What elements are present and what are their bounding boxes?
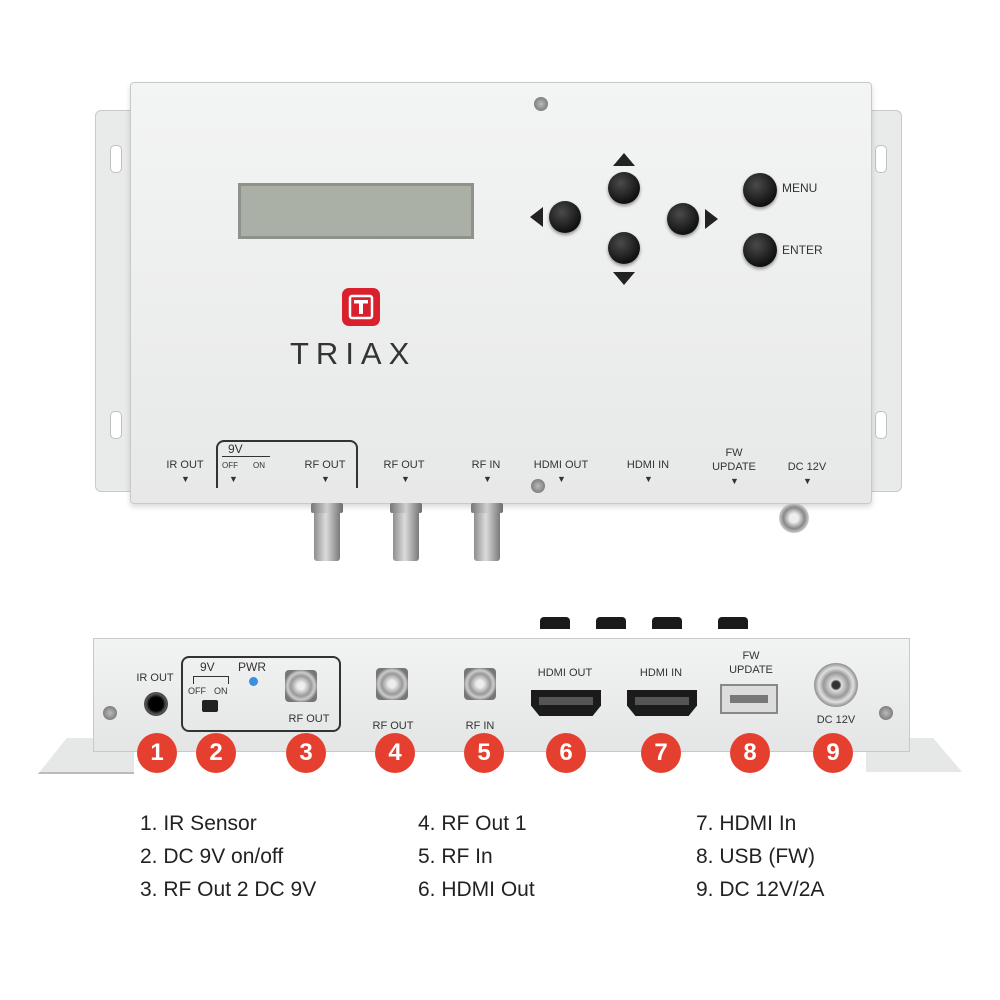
mounting-slot [110, 145, 122, 173]
legend-item: 8. USB (FW) [696, 845, 815, 868]
usb-port [720, 684, 778, 714]
rf-in-connector [464, 668, 496, 700]
switch-off-label: OFF [222, 461, 238, 470]
update-label: UPDATE [712, 461, 756, 473]
ir-jack-icon [144, 692, 168, 716]
f-connector-rf-in [471, 503, 503, 561]
rear-rf-out-label: RF OUT [372, 720, 414, 732]
up-button[interactable] [608, 172, 640, 204]
triax-logo-icon [342, 288, 380, 326]
menu-button[interactable] [743, 173, 777, 207]
badge-8: 8 [730, 733, 770, 773]
rear-dc-label: DC 12V [816, 714, 856, 726]
legend-item: 3. RF Out 2 DC 9V [140, 878, 317, 901]
port-marker: ▼ [321, 474, 330, 484]
badge-7: 7 [641, 733, 681, 773]
arrow-left-icon [530, 207, 543, 227]
rear-ir-out-label: IR OUT [136, 672, 174, 684]
rear-off-label: OFF [188, 686, 206, 696]
right-button[interactable] [667, 203, 699, 235]
legend-item: 5. RF In [418, 845, 493, 868]
power-led-icon [249, 677, 258, 686]
badge-5: 5 [464, 733, 504, 773]
rear-rf-in-label: RF IN [465, 720, 495, 732]
mounting-slot [875, 411, 887, 439]
badge-9: 9 [813, 733, 853, 773]
enter-label: ENTER [782, 243, 823, 257]
screw-icon [103, 706, 117, 720]
mounting-slot [110, 411, 122, 439]
screw-icon [879, 706, 893, 720]
lcd-display [238, 183, 474, 239]
switch-title: 9V [228, 442, 243, 456]
pwr-label: PWR [238, 660, 266, 674]
rear-fw-label: FW [742, 650, 760, 662]
hdmi-out-port [531, 690, 601, 716]
rear-9v-label: 9V [200, 660, 215, 674]
port-marker: ▼ [229, 474, 238, 484]
screw-icon [531, 479, 545, 493]
rear-update-label: UPDATE [729, 664, 773, 676]
device-key [652, 617, 682, 629]
hdmi-in-label: HDMI IN [626, 459, 670, 471]
hdmi-in-port [627, 690, 697, 716]
rear-hdmi-out-label: HDMI OUT [537, 667, 593, 679]
legend-item: 2. DC 9V on/off [140, 845, 284, 868]
port-marker: ▼ [181, 474, 190, 484]
dc-label: DC 12V [787, 461, 827, 473]
f-connector-rf-out [390, 503, 422, 561]
rf-in-label: RF IN [471, 459, 501, 471]
badge-1: 1 [137, 733, 177, 773]
dc-jack-icon [779, 503, 809, 533]
switch-divider [222, 456, 270, 457]
enter-button[interactable] [743, 233, 777, 267]
badge-4: 4 [375, 733, 415, 773]
badge-6: 6 [546, 733, 586, 773]
dc-9v-switch[interactable] [202, 700, 218, 712]
dc-power-jack-icon [814, 663, 858, 707]
rear-rf-out-dc-label: RF OUT [288, 713, 330, 725]
rf-out-label: RF OUT [383, 459, 425, 471]
port-marker: ▼ [644, 474, 653, 484]
rf-out-connector [376, 668, 408, 700]
switch-divider [193, 676, 229, 684]
port-marker: ▼ [803, 476, 812, 486]
rear-hdmi-in-label: HDMI IN [639, 667, 683, 679]
legend-item: 7. HDMI In [696, 812, 797, 835]
badge-3: 3 [286, 733, 326, 773]
badge-2: 2 [196, 733, 236, 773]
legend-item: 4. RF Out 1 [418, 812, 527, 835]
rear-on-label: ON [214, 686, 228, 696]
brand-name: TRIAX [290, 336, 417, 371]
legend-item: 6. HDMI Out [418, 878, 535, 901]
hdmi-out-label: HDMI OUT [533, 459, 589, 471]
legend-item: 9. DC 12V/2A [696, 878, 825, 901]
left-button[interactable] [549, 201, 581, 233]
device-key [540, 617, 570, 629]
rear-switch-bracket [181, 656, 341, 732]
arrow-down-icon [613, 272, 635, 285]
port-marker: ▼ [730, 476, 739, 486]
legend-item: 1. IR Sensor [140, 812, 257, 835]
mounting-slot [875, 145, 887, 173]
device-key [596, 617, 626, 629]
switch-on-label: ON [253, 461, 265, 470]
screw-icon [534, 97, 548, 111]
arrow-up-icon [613, 153, 635, 166]
switch-bracket [216, 440, 358, 488]
menu-label: MENU [782, 181, 818, 195]
down-button[interactable] [608, 232, 640, 264]
f-connector-rf-out-dc [311, 503, 343, 561]
port-marker: ▼ [401, 474, 410, 484]
rf-out-dc-label: RF OUT [304, 459, 346, 471]
ir-out-label: IR OUT [166, 459, 204, 471]
fw-label: FW [725, 447, 743, 459]
device-key [718, 617, 748, 629]
arrow-right-icon [705, 209, 718, 229]
port-marker: ▼ [483, 474, 492, 484]
port-marker: ▼ [557, 474, 566, 484]
rf-out-dc-connector [285, 670, 317, 702]
